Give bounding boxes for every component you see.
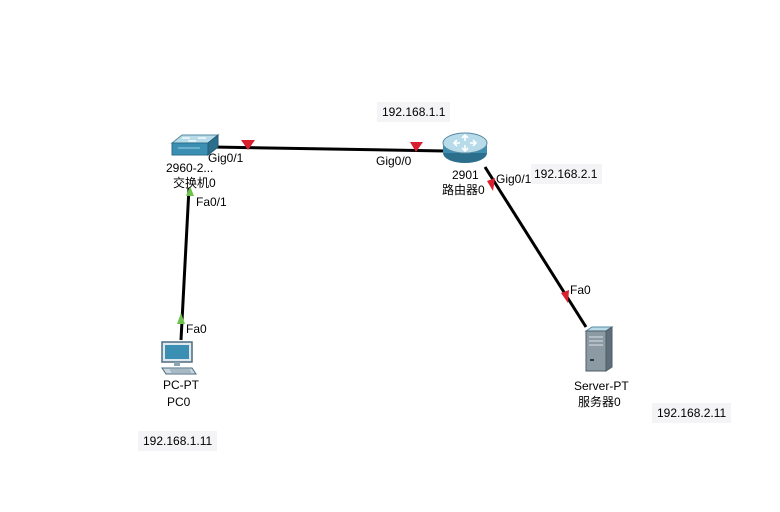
link-down-marker-router-gig0 — [410, 142, 423, 152]
router-name-label: 路由器0 — [442, 183, 485, 197]
switch-icon — [170, 133, 220, 157]
link-up-marker-pc-fa — [177, 313, 185, 324]
server-model-label: Server-PT — [574, 379, 629, 393]
link-down-marker-switch-gig — [241, 140, 255, 150]
switch-name-label: 交换机0 — [173, 176, 216, 190]
link-switch-pc[interactable] — [179, 187, 191, 341]
pc-name-label: PC0 — [167, 395, 191, 409]
pc-fa-port-label: Fa0 — [186, 322, 207, 336]
link-down-marker-server-fa — [561, 290, 569, 303]
pc-model-label: PC-PT — [163, 378, 199, 392]
router-lan-ip-note: 192.168.1.1 — [377, 102, 451, 122]
pc-ip-note: 192.168.1.11 — [138, 431, 218, 451]
switch-fa-port-label: Fa0/1 — [196, 195, 227, 209]
switch-device[interactable] — [168, 133, 220, 159]
link-switch-router[interactable] — [212, 145, 446, 153]
switch-model-label: 2960-2... — [166, 161, 214, 175]
link-up-marker-switch-fa — [186, 186, 194, 196]
router-wan-ip-note: 192.168.2.1 — [531, 164, 603, 184]
router-icon — [442, 132, 488, 163]
server-fa-port-label: Fa0 — [570, 283, 591, 297]
server-name-label: 服务器0 — [578, 395, 621, 409]
link-router-server[interactable] — [483, 166, 588, 328]
router-device[interactable] — [441, 131, 489, 167]
server-icon — [584, 326, 614, 372]
link-down-marker-router-gig1 — [487, 178, 495, 191]
pc-device[interactable] — [160, 340, 198, 376]
server-device[interactable] — [584, 325, 614, 373]
router-model-label: 2901 — [452, 168, 479, 182]
router-gig1-port-label: Gig0/1 — [496, 172, 532, 186]
router-gig0-port-label: Gig0/0 — [376, 154, 412, 168]
switch-gig-port-label: Gig0/1 — [208, 151, 244, 165]
pc-icon — [161, 341, 197, 375]
server-ip-note: 192.168.2.11 — [652, 403, 732, 423]
